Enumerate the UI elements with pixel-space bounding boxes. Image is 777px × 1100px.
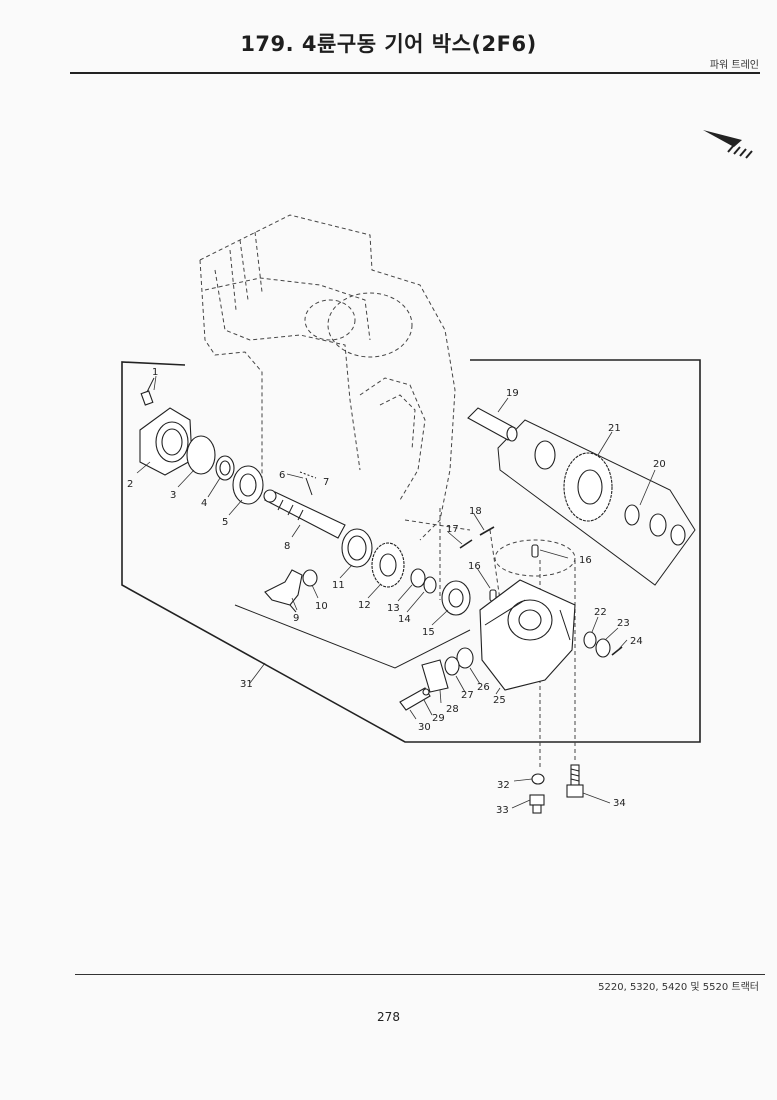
transmission-housing-outline bbox=[199, 214, 471, 541]
callout-32: 32 bbox=[497, 780, 510, 791]
callout-1: 1 bbox=[152, 367, 158, 378]
callout-7: 7 bbox=[323, 477, 329, 488]
part-nut-23 bbox=[595, 638, 611, 658]
part-washer-32 bbox=[531, 773, 545, 785]
callout-15: 15 bbox=[422, 627, 435, 638]
callout-22: 22 bbox=[594, 607, 607, 618]
part-collar-11 bbox=[341, 528, 373, 568]
callout-31: 31 bbox=[240, 679, 253, 690]
callout-24: 24 bbox=[630, 636, 643, 647]
part-shaft-19 bbox=[467, 407, 518, 442]
callout-16b: 16 bbox=[468, 561, 481, 572]
part-bolt-1 bbox=[140, 377, 155, 406]
part-washer-set-20 bbox=[624, 504, 686, 546]
part-gearbox-case-25 bbox=[479, 579, 576, 691]
callout-2: 2 bbox=[127, 479, 133, 490]
callout-34: 34 bbox=[613, 798, 626, 809]
part-shaft-8 bbox=[263, 489, 346, 539]
callout-3: 3 bbox=[170, 490, 176, 501]
callout-6: 6 bbox=[279, 470, 285, 481]
callout-11: 11 bbox=[332, 580, 345, 591]
callout-14: 14 bbox=[398, 614, 411, 625]
page-number: 278 bbox=[377, 1010, 400, 1024]
callout-16a: 16 bbox=[579, 555, 592, 566]
gear-subpanel-outline bbox=[497, 419, 696, 586]
assembly-bracket-outline bbox=[121, 359, 701, 743]
part-bearing-15 bbox=[441, 580, 471, 616]
part-washer-14 bbox=[423, 576, 437, 594]
part-seal-4 bbox=[215, 455, 235, 481]
part-lock-plate-28 bbox=[421, 659, 449, 693]
header-divider bbox=[70, 72, 760, 74]
part-flange-housing-2 bbox=[139, 407, 193, 476]
callout-4: 4 bbox=[201, 498, 207, 509]
callout-29: 29 bbox=[432, 713, 445, 724]
callout-33: 33 bbox=[496, 805, 509, 816]
front-direction-arrow-icon bbox=[703, 130, 753, 159]
callout-28: 28 bbox=[446, 704, 459, 715]
callout-19: 19 bbox=[506, 388, 519, 399]
callout-27: 27 bbox=[461, 690, 474, 701]
part-seal-27 bbox=[444, 656, 460, 676]
part-pin-6-7 bbox=[299, 471, 317, 496]
part-seal-26 bbox=[456, 647, 474, 669]
part-oring-3 bbox=[186, 435, 216, 475]
callout-25: 25 bbox=[493, 695, 506, 706]
part-gear-21 bbox=[534, 440, 613, 522]
part-bolt-34 bbox=[566, 764, 584, 798]
part-drain-plug-33 bbox=[529, 794, 545, 814]
callout-labels: 1 2 3 4 5 6 7 8 9 10 11 12 13 14 15 16 1… bbox=[127, 367, 666, 816]
callout-21: 21 bbox=[608, 423, 621, 434]
part-plug-10 bbox=[302, 569, 318, 587]
part-pin-24 bbox=[611, 646, 623, 656]
callout-8: 8 bbox=[284, 541, 290, 552]
callout-17: 17 bbox=[446, 524, 459, 535]
callout-26: 26 bbox=[477, 682, 490, 693]
model-applicability: 5220, 5320, 5420 및 5520 트랙터 bbox=[598, 982, 759, 993]
dashed-ring-16 bbox=[494, 539, 576, 577]
part-bearing-5 bbox=[232, 465, 264, 505]
part-washer-13 bbox=[410, 568, 426, 588]
callout-12: 12 bbox=[358, 600, 371, 611]
part-pin-16a bbox=[531, 544, 539, 558]
callout-30: 30 bbox=[418, 722, 431, 733]
part-shift-fork-9 bbox=[264, 569, 303, 613]
callout-leader-lines bbox=[136, 375, 656, 809]
callout-13: 13 bbox=[387, 603, 400, 614]
callout-18: 18 bbox=[469, 506, 482, 517]
callout-23: 23 bbox=[617, 618, 630, 629]
sub-assembly-bracket bbox=[234, 604, 471, 669]
footer-divider bbox=[75, 974, 765, 975]
page-title: 179. 4륜구동 기어 박스(2F6) bbox=[240, 32, 537, 56]
part-fitting-29-30 bbox=[399, 687, 431, 711]
section-label: 파워 트레인 bbox=[709, 60, 759, 71]
part-washer-22 bbox=[583, 631, 597, 649]
callout-20: 20 bbox=[653, 459, 666, 470]
callout-9: 9 bbox=[293, 613, 299, 624]
part-pin-17 bbox=[459, 539, 473, 549]
part-pin-18 bbox=[479, 526, 495, 536]
callout-10: 10 bbox=[315, 601, 328, 612]
callout-5: 5 bbox=[222, 517, 228, 528]
part-gear-12 bbox=[371, 542, 405, 588]
